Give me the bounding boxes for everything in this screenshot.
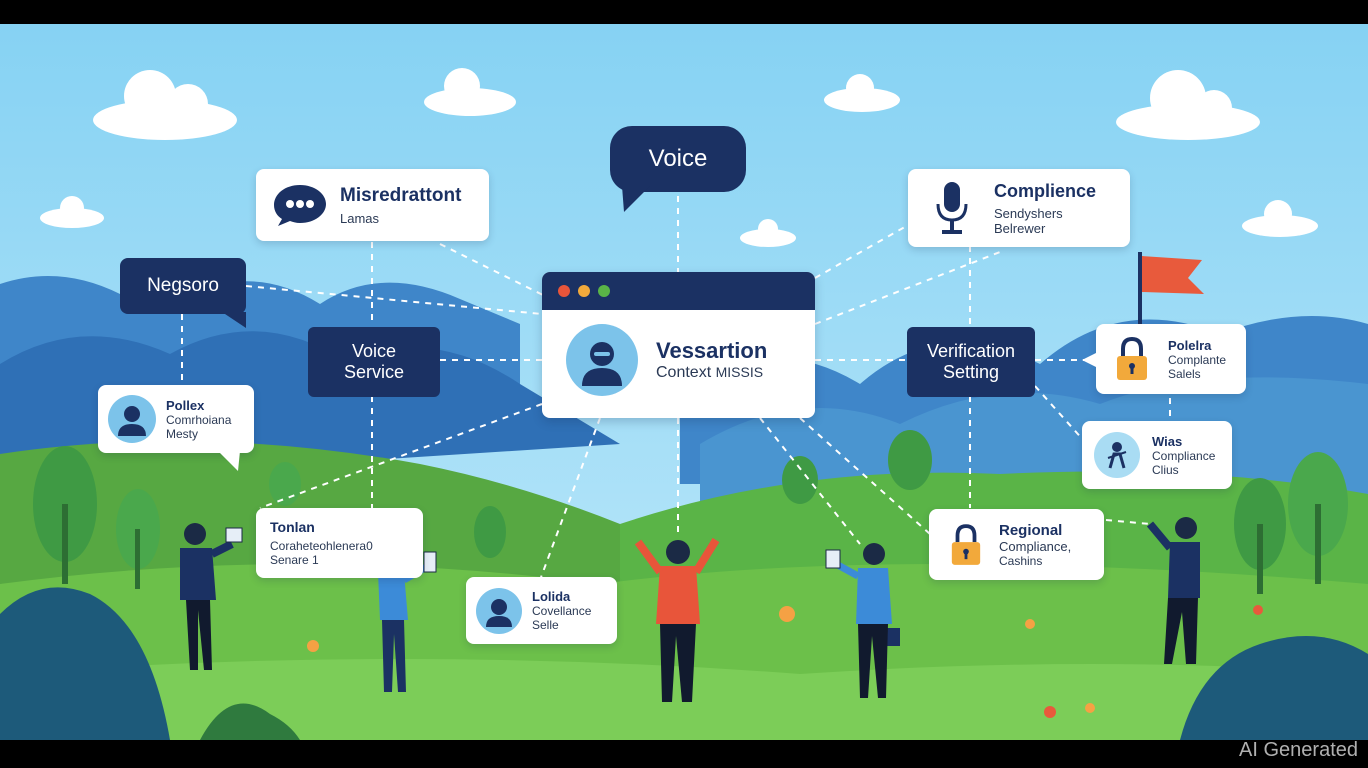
person-right-center bbox=[825, 543, 900, 698]
verification-line2: Setting bbox=[942, 362, 1000, 382]
regional-line1: Compliance, bbox=[999, 538, 1072, 554]
verification-setting-box: Verification Setting bbox=[907, 327, 1035, 397]
tonlan-card: Tonlan Coraheteohlenera0 Senare 1 bbox=[256, 508, 423, 578]
wias-line2: Clius bbox=[1152, 462, 1179, 477]
user-avatar-icon bbox=[566, 324, 638, 396]
negsoro-speech-bubble: Negsoro bbox=[120, 258, 246, 314]
voice-bubble-label: Voice bbox=[648, 145, 708, 172]
wias-card: Wias Compliance Clius bbox=[1082, 421, 1232, 489]
flag-icon bbox=[1138, 252, 1204, 330]
regional-lock-icon bbox=[951, 523, 981, 565]
bushes bbox=[0, 587, 1368, 740]
misredirect-card: Misredrattont Lamas bbox=[256, 169, 489, 241]
letterbox-bottom bbox=[0, 740, 1368, 768]
voice-bubble-tail bbox=[622, 186, 650, 212]
polelra-line1: Complante bbox=[1168, 352, 1227, 367]
lock-icon bbox=[1117, 336, 1147, 380]
window-titlebar bbox=[542, 272, 815, 310]
center-card-line1: Context bbox=[656, 364, 712, 381]
misredirect-subtitle: Lamas bbox=[340, 210, 380, 226]
wias-title: Wias bbox=[1152, 433, 1183, 449]
voice-service-line2: Service bbox=[343, 362, 405, 382]
person-right bbox=[1146, 517, 1200, 664]
regional-title: Regional bbox=[999, 521, 1063, 539]
regional-card: Regional Compliance, Cashins bbox=[929, 509, 1104, 580]
compliance-top-line2: Belrewer bbox=[994, 220, 1046, 236]
ai-generated-watermark: AI Generated bbox=[1239, 739, 1358, 761]
lolida-avatar-icon bbox=[476, 587, 522, 634]
pollex-card: Pollex Comrhoiana Mesty bbox=[98, 385, 254, 453]
voice-speech-bubble: Voice bbox=[610, 126, 746, 192]
lolida-line1: Covellance bbox=[532, 604, 592, 618]
wias-line1: Compliance bbox=[1152, 448, 1216, 463]
pollex-line1: Comrhoiana bbox=[166, 412, 232, 427]
compliance-top-title: Complience bbox=[994, 180, 1097, 201]
trees bbox=[33, 430, 1348, 594]
polelra-title: Polelra bbox=[1168, 337, 1212, 353]
compliance-top-card: Complience Sendyshers Belrewer bbox=[908, 169, 1130, 247]
polelra-bubble-tail bbox=[1082, 352, 1098, 368]
connector-lines bbox=[181, 196, 1171, 581]
pollex-line2: Mesty bbox=[166, 426, 199, 441]
tonlan-title: Tonlan bbox=[270, 519, 315, 535]
center-card-title: Vessartion bbox=[656, 338, 768, 363]
window-minimize-dot bbox=[578, 285, 590, 297]
center-window-card: Vessartion Context MISSIS bbox=[542, 272, 815, 418]
polelra-card: Polelra Complante Salels bbox=[1096, 324, 1246, 394]
negsoro-bubble-label: Negsoro bbox=[147, 275, 219, 296]
negsoro-bubble-tail bbox=[222, 312, 246, 328]
regional-line2: Cashins bbox=[999, 553, 1043, 568]
pollex-bubble-tail bbox=[218, 451, 240, 471]
window-close-dot bbox=[558, 285, 570, 297]
voice-service-line1: Voice bbox=[351, 341, 397, 361]
lolida-title: Lolida bbox=[532, 589, 571, 604]
tonlan-line2: Senare 1 bbox=[270, 553, 319, 567]
letterbox-top bbox=[0, 0, 1368, 24]
person-left bbox=[180, 523, 243, 670]
compliance-top-line1: Sendyshers bbox=[994, 205, 1063, 221]
verification-line1: Verification bbox=[926, 341, 1016, 361]
wias-figure-icon bbox=[1094, 432, 1140, 478]
person-center bbox=[634, 537, 720, 702]
lolida-line2: Selle bbox=[532, 618, 559, 632]
window-maximize-dot bbox=[598, 285, 610, 297]
lolida-card: Lolida Covellance Selle bbox=[466, 577, 617, 644]
polelra-line2: Salels bbox=[1168, 366, 1201, 381]
tonlan-line1: Coraheteohlenera0 bbox=[270, 539, 373, 553]
center-card-line2: MISSIS bbox=[715, 364, 764, 380]
pollex-avatar-icon bbox=[108, 395, 156, 443]
voice-service-box: Voice Service bbox=[308, 327, 440, 397]
pollex-title: Pollex bbox=[166, 397, 205, 413]
clouds bbox=[40, 68, 1318, 247]
microphone-icon bbox=[936, 182, 968, 234]
flowers bbox=[307, 605, 1263, 718]
chat-bubble-icon bbox=[274, 185, 326, 226]
misredirect-title: Misredrattont bbox=[340, 184, 462, 206]
